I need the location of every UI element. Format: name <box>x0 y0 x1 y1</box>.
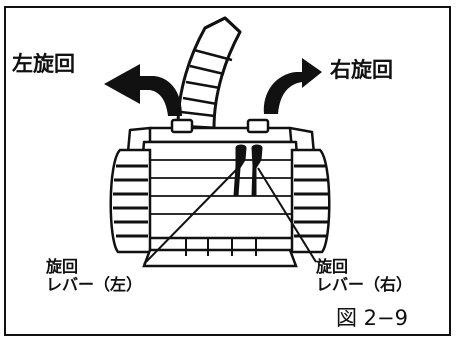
right-lever-label: 旋回 レバー（右） <box>316 257 413 295</box>
leader-lines <box>143 167 317 265</box>
right-turn-label: 右旋回 <box>330 58 393 82</box>
right-track <box>290 148 331 254</box>
curved-arrow-left-icon <box>104 64 182 116</box>
turning-levers <box>233 144 263 197</box>
front-blade <box>142 238 298 268</box>
figure-number: 図 2−9 <box>336 306 408 330</box>
curved-arrow-right-icon <box>263 58 322 114</box>
right-lever-label-line1: 旋回 <box>316 257 349 276</box>
left-lever-label-line2: レバー（左） <box>46 275 143 295</box>
boom-arm <box>176 16 242 130</box>
left-lever-label: 旋回 レバー（左） <box>46 257 143 295</box>
right-lever-label-line2: レバー（右） <box>316 275 413 295</box>
vehicle-body <box>126 118 316 240</box>
left-track <box>109 148 152 254</box>
left-turn-label: 左旋回 <box>12 52 75 76</box>
left-lever-label-line1: 旋回 <box>46 257 79 276</box>
